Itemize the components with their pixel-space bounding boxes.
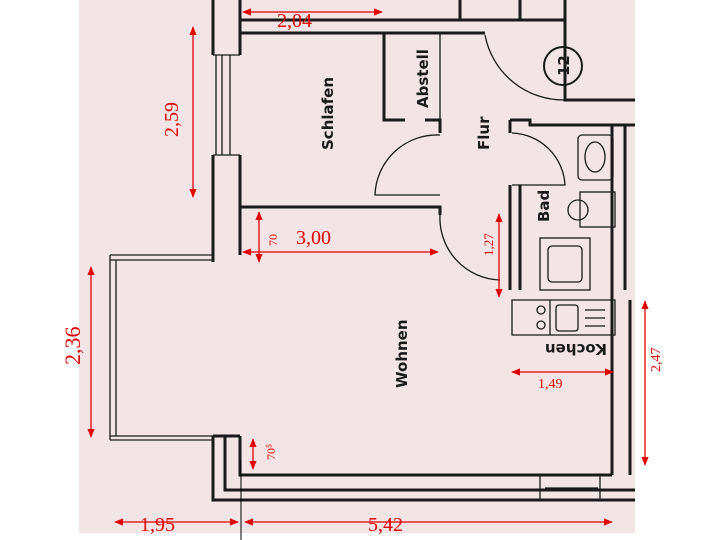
dim-schlafen-height: 2,59: [161, 102, 183, 137]
room-label-abstell: Abstell: [414, 49, 432, 108]
walls: [109, 0, 635, 502]
dim-balcony-height: 2,36: [60, 327, 85, 366]
dim-wohnen-offset: 70: [266, 234, 280, 246]
dim-right-height: 2,47: [649, 348, 664, 373]
dim-balcony-width: 1,95: [140, 514, 175, 536]
unit-number-circle: [543, 46, 583, 86]
room-label-kochen: Kochen: [545, 340, 607, 358]
room-labels: Schlafen Abstell Flur Bad Wohnen Kochen …: [319, 46, 607, 388]
room-label-wohnen: Wohnen: [393, 319, 411, 388]
dim-corner-offset: 70⁵: [264, 444, 278, 460]
unit-number: 12: [555, 55, 573, 76]
dimension-lines: 2,04 2,59 3,00 70 1,27 2,36 1,49 2,47 70…: [60, 8, 664, 540]
dim-wohnen-width: 3,00: [296, 227, 331, 249]
room-label-bad: Bad: [535, 190, 553, 222]
dim-top-width: 2,04: [277, 10, 312, 32]
dim-total-width: 5,42: [368, 514, 403, 536]
dim-flur-door: 1,27: [481, 233, 496, 256]
room-label-flur: Flur: [475, 116, 493, 150]
dim-kochen-width: 1,49: [538, 377, 563, 392]
paper-background: [79, 0, 635, 533]
room-label-schlafen: Schlafen: [319, 77, 337, 150]
